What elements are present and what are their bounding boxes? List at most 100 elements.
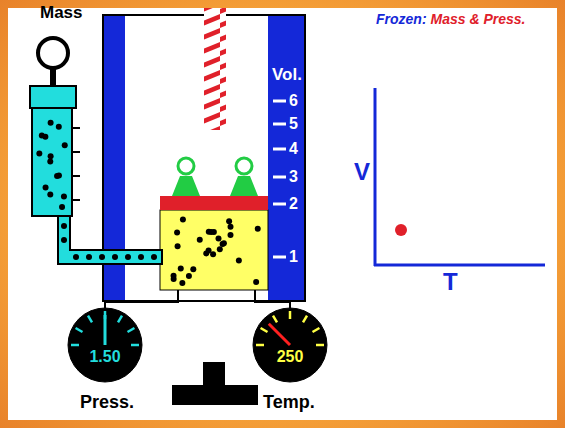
weight-ring — [178, 158, 194, 174]
particle — [56, 172, 62, 178]
particle — [56, 124, 62, 130]
dial-tick — [131, 344, 139, 347]
dial-tick — [71, 344, 79, 347]
particle — [197, 237, 203, 243]
piston — [160, 196, 268, 210]
volume-label: Vol. — [272, 66, 302, 83]
particle — [61, 223, 67, 229]
temperature-wire — [255, 290, 290, 308]
particle — [43, 185, 49, 191]
dial-face — [253, 308, 327, 382]
volume-tick — [273, 123, 286, 126]
particle — [138, 254, 144, 260]
particle — [47, 159, 53, 165]
volume-tick — [273, 203, 286, 206]
mass-knob — [38, 38, 68, 68]
syringe-stem — [50, 68, 56, 86]
volume-tick — [273, 256, 286, 259]
volume-tick — [273, 148, 286, 151]
particle — [179, 280, 185, 286]
gauge-dial — [252, 307, 328, 383]
particle — [253, 279, 259, 285]
state-point — [395, 224, 407, 236]
particle — [226, 218, 232, 224]
particle — [42, 134, 48, 140]
particle — [178, 266, 184, 272]
temperature-gauge: 250 — [252, 307, 328, 383]
particle — [48, 153, 54, 159]
particle — [73, 254, 79, 260]
frozen-quantities: Mass & Press. — [431, 12, 526, 26]
graph-axis — [374, 264, 545, 267]
particle — [48, 120, 54, 126]
piston-rod — [204, 8, 226, 130]
dial-tick — [289, 311, 292, 319]
dial-tick — [316, 344, 324, 347]
weight — [230, 176, 258, 196]
particle — [125, 254, 131, 260]
syringe-particles — [36, 120, 157, 260]
shape — [72, 199, 80, 201]
dial-tick — [256, 344, 264, 347]
gas — [160, 210, 268, 290]
shape — [72, 151, 80, 153]
syringe-plunger — [30, 86, 76, 108]
dial-needle — [269, 324, 290, 345]
gauge-label: Temp. — [263, 393, 315, 411]
particle — [59, 204, 65, 210]
container-wall-right — [268, 16, 304, 300]
particle — [36, 151, 42, 157]
scale-number: 4 — [289, 141, 298, 157]
particle — [180, 216, 186, 222]
scale-number: 3 — [289, 169, 298, 185]
particle — [255, 226, 261, 232]
dial-tick — [313, 328, 320, 332]
dial-tick — [88, 316, 92, 323]
particle — [190, 266, 196, 272]
scale-number: 6 — [289, 93, 298, 109]
particle — [174, 230, 180, 236]
volume-tick — [273, 176, 286, 179]
particle — [208, 229, 214, 235]
gas-particles — [171, 216, 261, 286]
gas-inlet-pipe — [58, 216, 162, 264]
pressure-gauge: 1.50 — [67, 307, 143, 383]
particle — [175, 243, 181, 249]
dial-tick — [273, 316, 277, 323]
gauge-reading: 1.50 — [67, 349, 143, 365]
particle — [203, 250, 209, 256]
dial-needle — [104, 315, 107, 345]
dial-tick — [76, 328, 83, 332]
frozen-label: Frozen: — [376, 12, 427, 26]
volume-tick — [273, 100, 286, 103]
scale-number: 5 — [289, 116, 298, 132]
syringe-ticks — [72, 128, 80, 200]
stand-base — [172, 385, 258, 405]
gauge-label: Press. — [80, 393, 134, 411]
dial-tick — [118, 316, 122, 323]
mass-label: Mass — [40, 4, 83, 21]
particle — [61, 237, 67, 243]
volume-ticks — [273, 101, 286, 257]
gauge-reading: 250 — [252, 349, 328, 365]
axis-label: T — [443, 270, 458, 294]
pressure-wire — [105, 290, 178, 308]
scale-number: 1 — [289, 249, 298, 265]
particle — [62, 142, 68, 148]
particle — [151, 254, 157, 260]
dial-tick — [128, 328, 135, 332]
scale-number: 2 — [289, 196, 298, 212]
dial-tick — [261, 328, 268, 332]
gauge-dial — [67, 307, 143, 383]
axis-label: V — [354, 160, 370, 184]
weight-ring — [236, 158, 252, 174]
particle — [227, 232, 233, 238]
particle — [217, 246, 223, 252]
stand-stem — [203, 362, 225, 386]
particle — [186, 273, 192, 279]
particle — [99, 254, 105, 260]
panel — [8, 8, 557, 420]
particle — [171, 276, 177, 282]
particle — [112, 254, 118, 260]
graph-axis — [374, 88, 377, 266]
